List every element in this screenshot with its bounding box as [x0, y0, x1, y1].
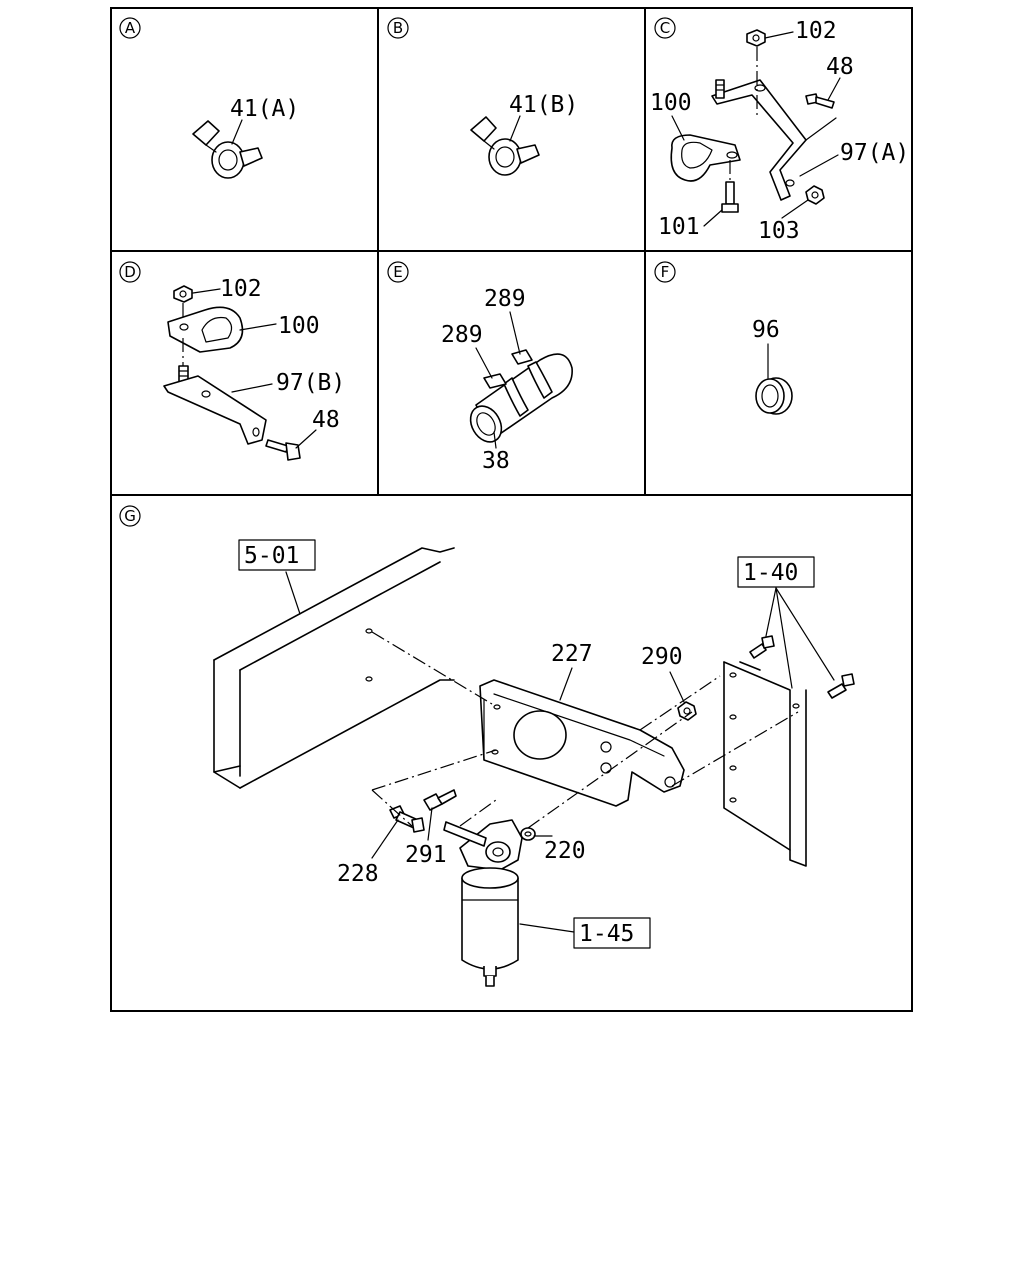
svg-text:F: F	[661, 263, 670, 281]
nut-290	[677, 701, 697, 721]
label-97b: 97(B)	[276, 370, 345, 396]
label-38: 38	[482, 448, 510, 474]
panel-g: G	[119, 505, 855, 987]
clip-100-c	[670, 134, 741, 182]
bolt-48-d	[265, 439, 301, 461]
panel-e-letter: E	[387, 261, 409, 283]
nut-103-c	[805, 185, 825, 205]
hose-clamp-289b	[511, 349, 553, 399]
svg-text:C: C	[660, 19, 670, 37]
svg-text:A: A	[125, 19, 136, 37]
panel-e: E 289 289 38	[387, 261, 573, 474]
hose-clamp-289a	[483, 373, 529, 417]
label-41a: 41(A)	[230, 96, 299, 122]
svg-text:B: B	[393, 19, 403, 37]
label-41b: 41(B)	[509, 92, 578, 118]
panel-f-letter: F	[654, 261, 676, 283]
label-291: 291	[405, 842, 447, 868]
nut-102-d	[173, 285, 193, 303]
ref-5-01: 5-01	[244, 543, 299, 569]
label-48-c: 48	[826, 54, 854, 80]
panel-b: B 41(B)	[387, 17, 578, 176]
label-227: 227	[551, 641, 593, 667]
label-289-top: 289	[484, 286, 526, 312]
svg-text:G: G	[124, 507, 136, 525]
label-289-left: 289	[441, 322, 483, 348]
label-100-d: 100	[278, 313, 320, 339]
label-102-d: 102	[220, 276, 262, 302]
hose-clamp-41b	[470, 116, 540, 176]
panel-f: F 96	[654, 261, 793, 415]
diagram-frame	[110, 7, 913, 1012]
label-97a: 97(A)	[840, 140, 909, 166]
nut-102-c	[746, 29, 766, 47]
clip-100-d	[167, 306, 244, 353]
panel-a-letter: A	[119, 17, 141, 39]
panel-c: C	[650, 17, 909, 244]
svg-text:E: E	[393, 263, 402, 281]
ref-box-1-40	[737, 556, 815, 588]
panel-b-letter: B	[387, 17, 409, 39]
label-102-c: 102	[795, 18, 837, 44]
bracket-227	[479, 679, 685, 807]
bolt-1-40-b	[827, 673, 855, 699]
panel-a: A 41(A)	[119, 17, 299, 179]
ref-box-1-45	[573, 917, 651, 949]
fuel-filter	[443, 819, 523, 987]
washer-220	[520, 827, 536, 841]
label-220: 220	[544, 838, 586, 864]
ref-box-5-01	[238, 539, 316, 571]
ref-1-45: 1-45	[579, 921, 634, 947]
bracket-97b	[163, 375, 267, 445]
panel-c-letter: C	[654, 17, 676, 39]
label-48-d: 48	[312, 407, 340, 433]
label-228: 228	[337, 861, 379, 887]
svg-text:D: D	[124, 263, 136, 281]
frame-rail	[213, 547, 455, 789]
label-101-c: 101	[658, 214, 700, 240]
hose-clamp-41a	[192, 120, 263, 179]
ref-1-40: 1-40	[743, 560, 798, 586]
stud-bolt-c	[715, 79, 725, 99]
cross-member	[723, 661, 807, 867]
hose-38	[469, 353, 573, 443]
label-100-c: 100	[650, 90, 692, 116]
panel-d-letter: D	[119, 261, 141, 283]
label-290: 290	[641, 644, 683, 670]
bolt-1-40-a	[749, 635, 775, 659]
bolt-228	[389, 805, 425, 833]
panel-g-letter: G	[119, 505, 141, 527]
label-96: 96	[752, 317, 780, 343]
bolt-291	[423, 789, 457, 811]
panel-d: D 102 100 97(B)	[119, 261, 345, 461]
bracket-97a	[711, 79, 807, 201]
grommet-96	[755, 377, 793, 415]
bolt-101-c	[721, 181, 739, 213]
label-103-c: 103	[758, 218, 800, 244]
